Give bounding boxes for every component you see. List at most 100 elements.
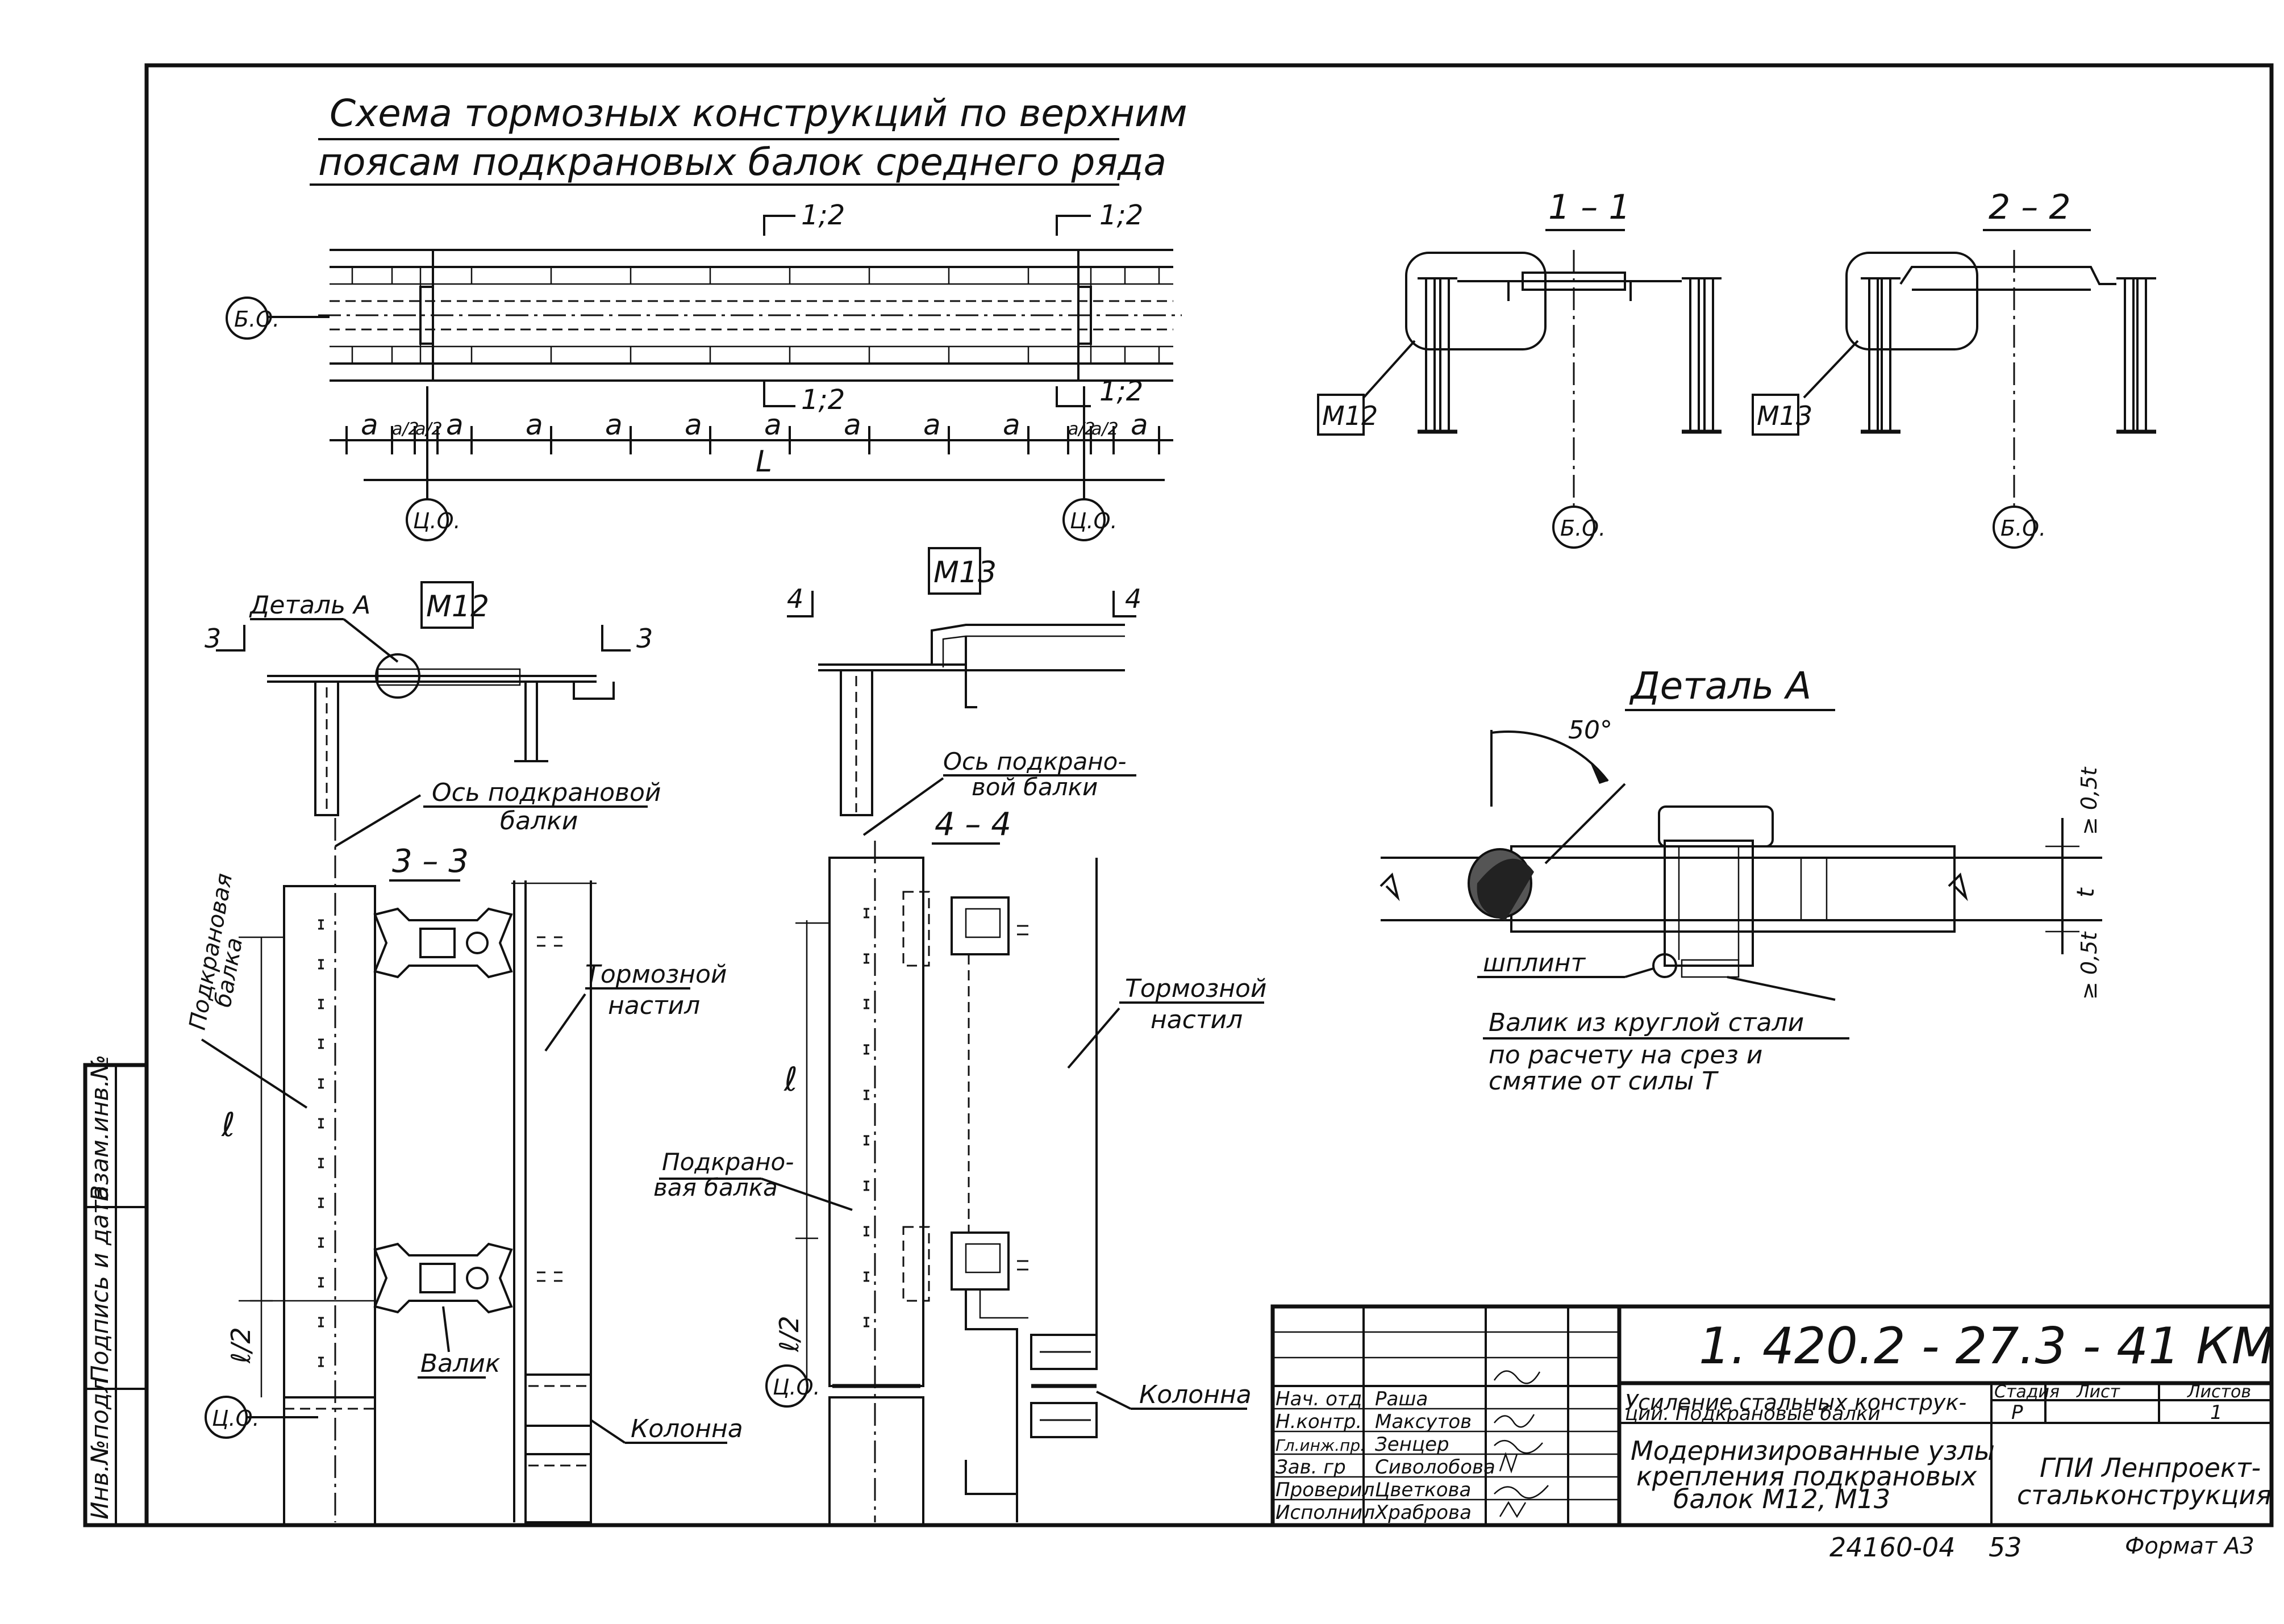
role-6: Исполнил bbox=[1276, 1501, 1375, 1524]
axis-bubble-bo-scheme-label: Б.О. bbox=[234, 307, 280, 332]
mark-m13-section-label: М13 bbox=[1757, 400, 1812, 431]
detail-a-note-3: смятие от силы Т bbox=[1489, 1067, 1719, 1096]
beam-axis-alt-2: вой балки bbox=[972, 773, 1098, 801]
subject-1: Усиление стальных конструк- bbox=[1625, 1390, 1966, 1415]
subject-2: ций. Подкрановые балки bbox=[1625, 1402, 1881, 1425]
axis-bubble-bo-scheme bbox=[226, 297, 269, 340]
mark-m12-section-label: М12 bbox=[1322, 400, 1378, 431]
beam-axis-alt-1: Ось подкрано- bbox=[943, 748, 1127, 775]
section-4-4-label: 4 – 4 bbox=[935, 806, 1011, 843]
mark-m13-section bbox=[1752, 394, 1799, 436]
mark-m13-node bbox=[928, 547, 981, 595]
axis-bubble-co-left-label: Ц.О. bbox=[413, 508, 461, 533]
detail-a-pin: шплинт bbox=[1483, 949, 1586, 978]
desc-1: Модернизированные узлы bbox=[1631, 1435, 1995, 1466]
dim-a2-1: a/2 bbox=[392, 419, 419, 439]
mark-m12-node bbox=[420, 581, 474, 629]
scheme-title-line2: поясам подкрановых балок среднего ряда bbox=[318, 140, 1166, 184]
detail-a-note-2: по расчету на срез и bbox=[1489, 1041, 1762, 1070]
dim-a2-2: a/2 bbox=[415, 419, 443, 439]
axis-bubble-bo-11 bbox=[1552, 506, 1595, 549]
role-3: Гл.инж.пр. bbox=[1276, 1436, 1365, 1455]
mark-m12-node-label: М12 bbox=[426, 590, 489, 624]
section-3-3-label: 3 – 3 bbox=[392, 843, 469, 880]
section-3-3: 3 – 3 bbox=[185, 818, 743, 1526]
name-3: Зенцер bbox=[1375, 1433, 1449, 1456]
sheets-header: Листов bbox=[2187, 1382, 2251, 1402]
cut-4-right: 4 bbox=[1125, 583, 1141, 614]
stage-value: Р bbox=[2011, 1401, 2023, 1424]
section-2-2: 2 – 2 М13 Б.О. bbox=[1752, 187, 2156, 549]
desc-3: балок М12, М13 bbox=[1673, 1484, 1890, 1514]
axis-bubble-co-right bbox=[1062, 498, 1106, 541]
sheets-value: 1 bbox=[2210, 1401, 2223, 1424]
cut-mark-bot-1: 1;2 bbox=[801, 384, 845, 416]
doc-code: 1. 420.2 - 27.3 - 41 КМ bbox=[1699, 1317, 2275, 1375]
stamp-inv-label: Взам.инв.№ bbox=[86, 1055, 114, 1201]
axis-bubble-co-44 bbox=[765, 1364, 808, 1408]
axis-bubble-co-left bbox=[406, 498, 449, 541]
brake-callout-33-2: настил bbox=[608, 991, 700, 1020]
dim-t: t bbox=[2072, 887, 2099, 897]
dim-a2-4: a/2 bbox=[1091, 419, 1119, 439]
dim-a-2: a bbox=[446, 408, 464, 441]
desc-2: крепления подкрановых bbox=[1636, 1461, 1977, 1492]
dim-a-3: a bbox=[526, 408, 543, 441]
column-callout-33: Колонна bbox=[631, 1414, 743, 1443]
dim-a2-3: a/2 bbox=[1068, 419, 1095, 439]
beam-axis-callout-2: балки bbox=[500, 807, 578, 836]
side-stamp: Взам.инв.№ Подпись и дата Инв.№подл bbox=[83, 1055, 149, 1527]
cut-mark-bot-2: 1;2 bbox=[1099, 375, 1143, 407]
node-m13: М13 4 4 Ось подкрано- вой балки bbox=[787, 547, 1141, 836]
detail-a-note-1: Валик из круглой стали bbox=[1489, 1008, 1804, 1037]
ell-label-33: ℓ bbox=[221, 1105, 235, 1144]
ell-label-44: ℓ bbox=[783, 1060, 798, 1099]
brake-callout-33-1: Тормозной bbox=[585, 960, 727, 989]
section-1-1: 1 – 1 М12 Б.О. bbox=[1317, 187, 1722, 549]
axis-bubble-co-right-label: Ц.О. bbox=[1070, 508, 1118, 533]
roller-callout: Валик bbox=[420, 1349, 501, 1378]
dim-a-7: a bbox=[844, 408, 861, 441]
node-m12: М12 Деталь А 3 3 Ось подкрановой балки bbox=[205, 581, 661, 848]
brake-callout-44-2: настил bbox=[1151, 1005, 1243, 1034]
dim-a-6: a bbox=[764, 408, 782, 441]
role-1: Нач. отд bbox=[1276, 1388, 1362, 1410]
section-2-2-label: 2 – 2 bbox=[1989, 187, 2071, 227]
name-1: Раша bbox=[1375, 1388, 1428, 1410]
detail-a-title: Деталь А bbox=[1629, 664, 1811, 708]
name-6: Храброва bbox=[1374, 1501, 1472, 1524]
cut-mark-top-1: 1;2 bbox=[801, 199, 845, 231]
stage-header: Стадия bbox=[1994, 1382, 2060, 1402]
crane-beam-callout-1: Подкрано- bbox=[662, 1148, 794, 1176]
dim-L: L bbox=[756, 445, 772, 479]
detail-a-link: Деталь А bbox=[249, 591, 370, 620]
detail-a: Деталь А 50° ≥ 0,5t t ≥ 0,5t шплинт bbox=[1379, 664, 2102, 1096]
ell-half-label-33: ℓ/2 bbox=[226, 1327, 256, 1364]
cut-3-left: 3 bbox=[205, 623, 221, 654]
role-5: Проверил bbox=[1276, 1479, 1374, 1501]
dim-a-8: a bbox=[923, 408, 941, 441]
page-number: 53 bbox=[1989, 1532, 2022, 1563]
sheet-frame bbox=[144, 63, 2274, 1527]
dim-a-4: a bbox=[605, 408, 623, 441]
dim-05t-top: ≥ 0,5t bbox=[2077, 766, 2102, 835]
inv-number: 24160-04 bbox=[1829, 1532, 1955, 1563]
dim-05t-bot: ≥ 0,5t bbox=[2077, 931, 2102, 1000]
ell-half-label-44: ℓ/2 bbox=[774, 1316, 805, 1352]
beam-axis-callout-1: Ось подкрановой bbox=[432, 778, 661, 807]
title-block: 1. 420.2 - 27.3 - 41 КМ Нач. отд Раша Н.… bbox=[1270, 1304, 2275, 1527]
brake-callout-44-1: Тормозной bbox=[1125, 974, 1267, 1003]
dim-a-1: a bbox=[361, 408, 378, 441]
axis-bubble-bo-22 bbox=[1993, 506, 2036, 549]
dim-a-5: a bbox=[685, 408, 702, 441]
scheme-title-line1: Схема тормозных конструкций по верхним bbox=[330, 91, 1187, 135]
axis-bubble-co-44-label: Ц.О. bbox=[773, 1375, 820, 1400]
axis-bubble-bo-11-label: Б.О. bbox=[1560, 516, 1606, 541]
org-1: ГПИ Ленпроект- bbox=[2040, 1452, 2261, 1483]
stamp-sign-label: Подпись и дата bbox=[86, 1185, 114, 1383]
stamp-orig-label: Инв.№подл bbox=[86, 1377, 114, 1519]
name-2: Максутов bbox=[1375, 1410, 1472, 1433]
mark-m13-node-label: М13 bbox=[933, 556, 997, 590]
detail-a-angle: 50° bbox=[1568, 716, 1612, 745]
